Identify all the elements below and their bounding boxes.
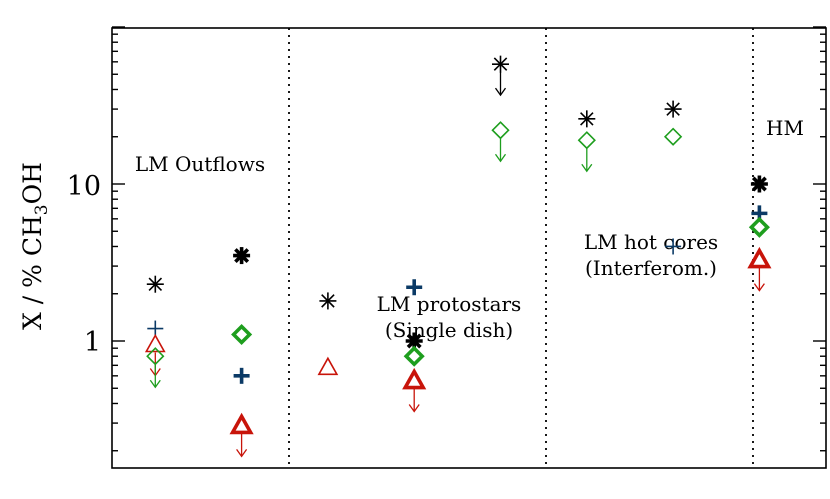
y-axis-label: X / % CH3OH xyxy=(18,162,52,330)
data-point-13-diamond xyxy=(403,345,425,367)
y-tick-label-1: 1 xyxy=(84,327,101,358)
data-point-19-asterisk xyxy=(664,100,682,118)
data-point-11-plus xyxy=(406,279,423,296)
data-point-18-diamond xyxy=(577,131,596,173)
data-point-9-asterisk xyxy=(319,292,337,310)
data-point-1-asterisk xyxy=(146,275,164,293)
region-label-lm-hot-cores-sub: (Interferom.) xyxy=(585,256,717,280)
data-point-20-diamond xyxy=(663,127,683,146)
region-label-lm-protostars-sub: (Single dish) xyxy=(385,318,513,342)
y-axis-ticks xyxy=(112,26,826,452)
data-point-15-asterisk xyxy=(492,55,509,97)
data-point-4-diamond xyxy=(146,347,165,389)
region-label-lm-protostars: LM protostars xyxy=(377,292,522,316)
data-point-16-diamond xyxy=(491,121,510,163)
data-point-5-asterisk xyxy=(233,247,251,265)
plot-frame xyxy=(111,27,827,469)
data-point-24-diamond xyxy=(748,216,770,238)
region-label-lm-hot-cores: LM hot cores xyxy=(584,230,718,254)
data-point-10-triangle xyxy=(317,356,339,376)
data-points xyxy=(144,55,772,458)
data-point-22-asterisk xyxy=(750,175,768,193)
data-point-17-asterisk xyxy=(578,110,596,128)
data-point-21-plus xyxy=(665,238,682,255)
region-label-hm: HM xyxy=(766,116,804,140)
data-point-25-triangle xyxy=(747,246,772,292)
plot-border xyxy=(111,27,827,469)
region-label-lm-outflows: LM Outflows xyxy=(135,152,265,176)
data-point-7-plus xyxy=(233,367,250,384)
y-tick-label-10: 10 xyxy=(67,171,101,202)
data-point-6-diamond xyxy=(231,323,253,346)
data-point-8-triangle xyxy=(229,412,254,458)
data-point-14-triangle xyxy=(402,367,427,413)
